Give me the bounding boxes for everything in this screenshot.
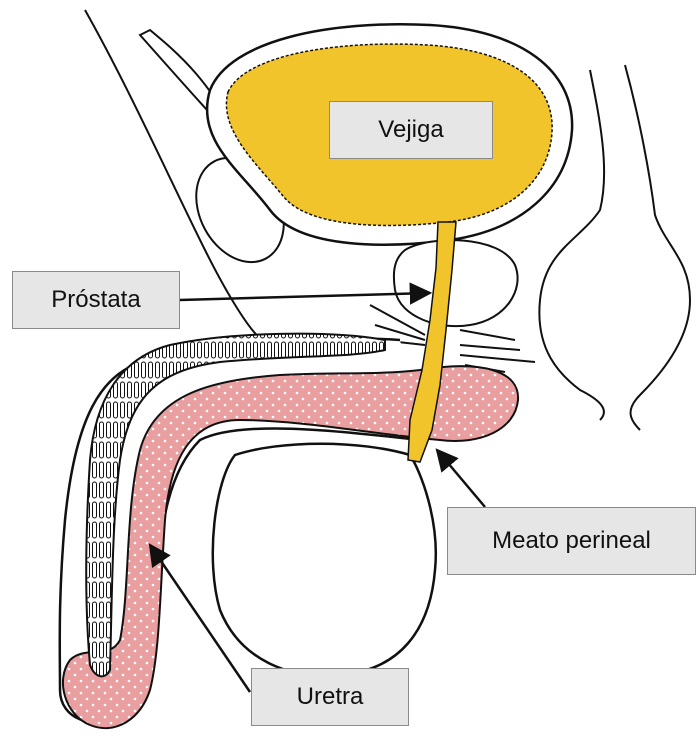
urethra-label: Uretra <box>251 668 409 726</box>
meato-arrow <box>437 450 485 507</box>
sacrum-outline <box>625 65 690 430</box>
prostate <box>394 240 518 326</box>
bladder-label: Vejiga <box>329 101 493 159</box>
prostate-label: Próstata <box>12 271 180 329</box>
perineal-meatus-label: Meato perineal <box>447 507 696 575</box>
prostate-arrow <box>180 293 430 300</box>
scrotum <box>213 444 436 676</box>
